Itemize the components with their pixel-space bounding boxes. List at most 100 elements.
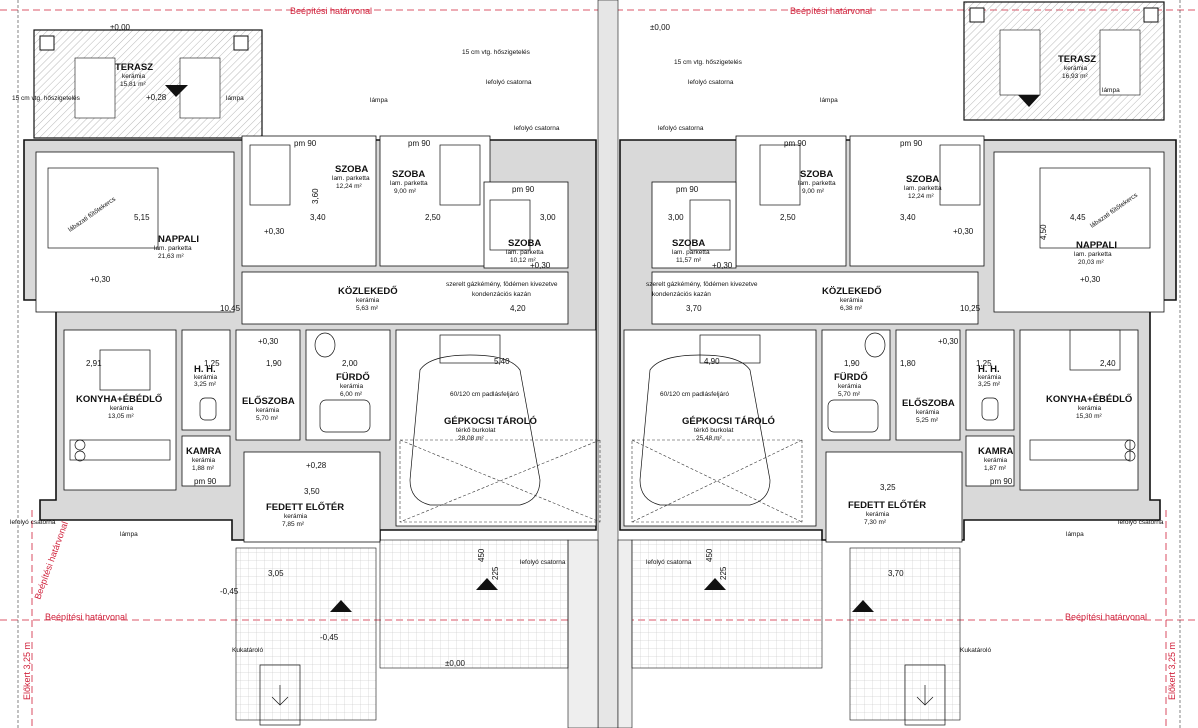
plan-label: 1,25 — [976, 359, 992, 368]
note-gutter-mid-left: lefolyó csatorna — [520, 559, 566, 566]
note-attic-left: 60/120 cm padlásfeljáró — [450, 391, 519, 398]
plan-label: 4,45 — [1070, 213, 1086, 222]
room-fedett-right: FEDETT ELŐTÉR — [848, 499, 926, 511]
plan-label: lam. parketta — [1074, 251, 1112, 258]
note-attic-right: 60/120 cm padlásfeljáró — [660, 391, 729, 398]
dimensions-right: 4,45 4,50 3,40 2,50 3,00 10,25 3,70 2,40… — [668, 139, 1116, 580]
plan-label: 3,05 — [268, 569, 284, 578]
plan-label: 4,90 — [704, 357, 720, 366]
plan-label: kerámia — [256, 407, 280, 414]
plan-label: 28,08 m² — [458, 435, 484, 442]
plan-label: lam. parketta — [154, 245, 192, 252]
plan-label: 10,25 — [960, 304, 981, 313]
plan-label: 3,25 — [880, 483, 896, 492]
plan-label: kerámia — [194, 374, 218, 381]
plan-label: 3,70 — [888, 569, 904, 578]
plan-label: 20,03 m² — [1078, 259, 1104, 266]
plan-label: 1,90 — [266, 359, 282, 368]
room-szoba-left-2: SZOBA — [392, 169, 425, 180]
boundary-label-top-right: Beépítési határvonal — [790, 6, 872, 16]
plan-label: 15,81 m² — [120, 81, 146, 88]
room-szoba-right-3: SZOBA — [672, 238, 705, 249]
plan-label: 5,15 — [134, 213, 150, 222]
plan-label: 3,40 — [310, 213, 326, 222]
plan-label: 7,30 m² — [864, 519, 887, 526]
room-szoba-right-2: SZOBA — [906, 174, 939, 185]
plan-label: 5,63 m² — [356, 305, 379, 312]
plan-label: pm 90 — [784, 139, 807, 148]
boundary-label-top-left: Beépítési határvonal — [290, 6, 372, 16]
boundary-label-bottom-left: Beépítési határvonal — [45, 612, 127, 622]
plan-label: 3,00 — [668, 213, 684, 222]
note-insulation-left: 15 cm vtg. hőszigetelés — [462, 49, 531, 56]
note-lamp-2: lámpa — [820, 97, 838, 104]
plan-label: 225 — [491, 566, 500, 580]
plan-label: pm 90 — [194, 477, 217, 486]
level-left-hall: +0,30 — [258, 337, 279, 346]
room-terasz-right: TERASZ — [1058, 54, 1096, 65]
plan-label: 9,00 m² — [802, 188, 825, 195]
plan-label: kerámia — [356, 297, 380, 304]
plan-label: pm 90 — [676, 185, 699, 194]
room-hh-right: H. H. — [978, 364, 1000, 375]
plan-label: 3,25 m² — [194, 381, 217, 388]
room-eloszoba-left: ELŐSZOBA — [242, 395, 295, 407]
right-unit — [619, 1, 1177, 726]
plan-label: lam. parketta — [332, 175, 370, 182]
level-center: ±0,00 — [445, 659, 466, 668]
plan-label: 6,38 m² — [840, 305, 863, 312]
note-bin-right: Kukatároló — [960, 647, 991, 654]
room-nappali-right: NAPPALI — [1076, 240, 1117, 251]
plan-label: kerámia — [192, 457, 216, 464]
room-szoba-right-1: SZOBA — [800, 169, 833, 180]
plan-label: térkő burkolat — [694, 427, 734, 434]
plan-label: kerámia — [284, 513, 308, 520]
plan-label: pm 90 — [900, 139, 923, 148]
plan-label: 12,24 m² — [908, 193, 934, 200]
note-gutter-bottom-left: lefolyó csatorna — [10, 519, 56, 526]
room-kamra-right: KAMRA — [978, 446, 1013, 457]
room-furdo-left: FÜRDŐ — [336, 371, 370, 383]
plan-label: 2,40 — [1100, 359, 1116, 368]
plan-label: 1,88 m² — [192, 465, 215, 472]
party-wall-strip — [597, 0, 619, 728]
plan-label: 2,50 — [780, 213, 796, 222]
plan-label: kerámia — [1064, 65, 1088, 72]
level-mid-right: +0,30 — [712, 261, 733, 270]
plan-label: pm 90 — [408, 139, 431, 148]
room-kozlekedo-right: KÖZLEKEDŐ — [822, 285, 882, 297]
level-right-hall: +0,30 — [938, 337, 959, 346]
note-lamp-4: lámpa — [1102, 87, 1120, 94]
plan-label: 4,50 — [1039, 224, 1048, 240]
plan-label: 7,85 m² — [282, 521, 305, 528]
plan-label: kerámia — [340, 383, 364, 390]
setback-label-right: Előkert 3,25 m — [1167, 642, 1177, 700]
note-gutter-mid-right: lefolyó csatorna — [646, 559, 692, 566]
plan-label: 3,40 — [900, 213, 916, 222]
plan-label: kerámia — [1078, 405, 1102, 412]
level-left-porch: +0,28 — [306, 461, 327, 470]
dimensions-left: 5,15 3,60 3,40 2,50 3,00 10,45 4,20 2,91… — [86, 139, 556, 580]
level-left-bin: -0,45 — [320, 633, 339, 642]
plan-label: 2,50 — [425, 213, 441, 222]
plan-label: 3,00 — [540, 213, 556, 222]
plan-label: 25,48 m² — [696, 435, 722, 442]
plan-label: pm 90 — [294, 139, 317, 148]
plan-label: 16,93 m² — [1062, 73, 1088, 80]
room-garage-right: GÉPKOCSI TÁROLÓ — [682, 415, 775, 427]
plan-label: 15,30 m² — [1076, 413, 1102, 420]
note-boiler-left-2: kondenzációs kazán — [472, 291, 531, 298]
plan-label: 6,00 m² — [340, 391, 363, 398]
plan-label: kerámia — [984, 457, 1008, 464]
note-lamp-5: lámpa — [120, 531, 138, 538]
plan-label: 2,00 — [342, 359, 358, 368]
plan-label: térkő burkolat — [456, 427, 496, 434]
note-boiler-right: szerelt gázkémény, födémen kivezetve — [646, 281, 758, 288]
plan-label: kerámia — [110, 405, 134, 412]
plan-label: 10,12 m² — [510, 257, 536, 264]
note-insulation-left-side: 15 cm vtg. hőszigetelés — [12, 95, 81, 102]
room-garage-left: GÉPKOCSI TÁROLÓ — [444, 415, 537, 427]
plan-label: 5,40 — [494, 357, 510, 366]
level-mid-left: +0,30 — [530, 261, 551, 270]
